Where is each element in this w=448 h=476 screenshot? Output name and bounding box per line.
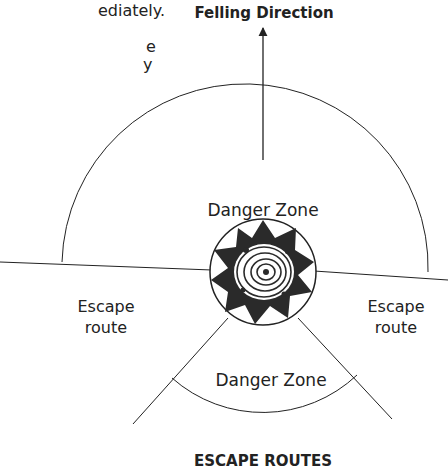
caption: ESCAPE ROUTES [194,452,332,472]
zone-label: Danger Zone [207,199,318,221]
tree-stump [210,219,316,325]
route-label: Escape route [367,297,424,339]
cut-off-text: ediately. [98,1,165,22]
cut-off-text: y [143,55,152,76]
felling-arrow [262,28,263,160]
zone-line [0,262,212,270]
direction-label: Felling Direction [194,4,333,24]
zone-label: Danger Zone [215,369,326,391]
zone-line [314,271,448,280]
zone-line [133,318,228,424]
route-label: Escape route [77,297,134,339]
cut-off-text: e [146,37,156,58]
